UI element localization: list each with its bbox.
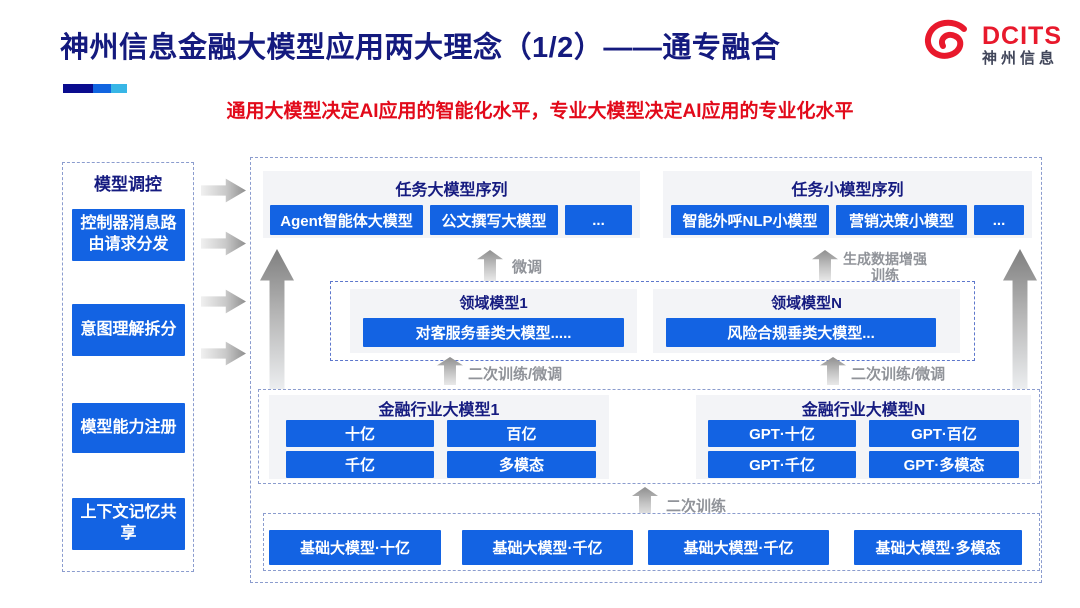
model-chip-10b: 百亿 (447, 420, 596, 447)
model-chip-gpt-10b: GPT·百亿 (869, 420, 1019, 447)
model-chip-base-1b: 基础大模型·十亿 (269, 530, 441, 565)
industry-model-n-title: 金融行业大模型N (801, 402, 926, 419)
industry-model-1-panel: 金融行业大模型1 十亿 百亿 千亿 多模态 (269, 395, 609, 479)
industry-model-1-title: 金融行业大模型1 (378, 402, 500, 419)
domain-model-1-title: 领域模型1 (459, 295, 528, 312)
right-arrow-icon (201, 178, 246, 203)
model-chip-gpt-1b: GPT·十亿 (708, 420, 856, 447)
right-arrow-icon (201, 341, 246, 366)
model-chip-outbound-nlp: 智能外呼NLP小模型 (671, 205, 829, 235)
model-chip-multimodal: 多模态 (447, 451, 596, 478)
model-chip-100b: 千亿 (286, 451, 434, 478)
model-chip-agent: Agent智能体大模型 (270, 205, 423, 235)
model-chip-gpt-100b: GPT·千亿 (708, 451, 856, 478)
model-chip-more-large: ... (565, 205, 632, 235)
model-control-title: 模型调控 (94, 175, 162, 194)
base-models-container: 基础大模型·十亿 基础大模型·千亿 基础大模型·千亿 基础大模型·多模态 (263, 513, 1040, 571)
domain-model-1-panel: 领域模型1 对客服务垂类大模型..... (350, 289, 637, 353)
label-retrain-finetune-left: 二次训练/微调 (468, 366, 563, 383)
model-chip-gpt-multimodal: GPT·多模态 (869, 451, 1019, 478)
model-chip-1b: 十亿 (286, 420, 434, 447)
model-chip-marketing-decision: 营销决策小模型 (836, 205, 967, 235)
domain-models-container: 领域模型1 对客服务垂类大模型..... 领域模型N 风险合规垂类大模型... (330, 281, 975, 361)
dcits-swirl-icon (922, 18, 976, 71)
model-chip-base-100b-1: 基础大模型·千亿 (462, 530, 633, 565)
domain-model-n-panel: 领域模型N 风险合规垂类大模型... (653, 289, 960, 353)
model-control-panel: 模型调控 控制器消息路由请求分发 意图理解拆分 模型能力注册 上下文记忆共享 (62, 162, 194, 572)
industry-models-container: 金融行业大模型1 十亿 百亿 千亿 多模态 金融行业大模型N GPT·十亿 GP… (258, 389, 1040, 484)
sidebar-item-capability-register: 模型能力注册 (72, 403, 185, 453)
sidebar-item-controller-routing: 控制器消息路由请求分发 (72, 209, 185, 261)
label-fine-tune: 微调 (512, 259, 543, 276)
label-secondary-training: 二次训练 (666, 498, 727, 515)
model-chip-base-100b-2: 基础大模型·千亿 (648, 530, 829, 565)
title-accent-bar (63, 84, 127, 93)
model-chip-more-small: ... (974, 205, 1024, 235)
logo-text-en: DCITS (982, 21, 1062, 50)
model-chip-risk-compliance: 风险合规垂类大模型... (666, 318, 936, 347)
label-retrain-finetune-right: 二次训练/微调 (851, 366, 946, 383)
label-gen-data-augment: 生成数据增强训练 (843, 251, 927, 283)
logo-text-cn: 神州信息 (982, 49, 1059, 67)
model-chip-base-multimodal: 基础大模型·多模态 (854, 530, 1022, 565)
company-logo: DCITS 神州信息 (922, 18, 1062, 71)
right-arrow-icon (201, 289, 246, 314)
slide-subtitle: 通用大模型决定AI应用的智能化水平，专业大模型决定AI应用的专业化水平 (226, 101, 854, 122)
task-small-model-title: 任务小模型序列 (791, 182, 904, 199)
page-title: 神州信息金融大模型应用两大理念（1/2）——通专融合 (60, 32, 781, 64)
sidebar-item-intent-split: 意图理解拆分 (72, 304, 185, 356)
domain-model-n-title: 领域模型N (771, 295, 842, 312)
model-chip-customer-service: 对客服务垂类大模型..... (363, 318, 624, 347)
sidebar-item-context-memory: 上下文记忆共享 (72, 498, 185, 550)
bar-segment-blue (93, 84, 111, 93)
task-small-model-panel: 任务小模型序列 智能外呼NLP小模型 营销决策小模型 ... (663, 171, 1032, 238)
industry-model-n-panel: 金融行业大模型N GPT·十亿 GPT·百亿 GPT·千亿 GPT·多模态 (696, 395, 1031, 479)
right-arrow-icon (201, 231, 246, 256)
task-large-model-title: 任务大模型序列 (395, 182, 508, 199)
bar-segment-cyan (111, 84, 127, 93)
task-large-model-panel: 任务大模型序列 Agent智能体大模型 公文撰写大模型 ... (263, 171, 640, 238)
bar-segment-navy (63, 84, 93, 93)
model-chip-document-writing: 公文撰写大模型 (430, 205, 558, 235)
